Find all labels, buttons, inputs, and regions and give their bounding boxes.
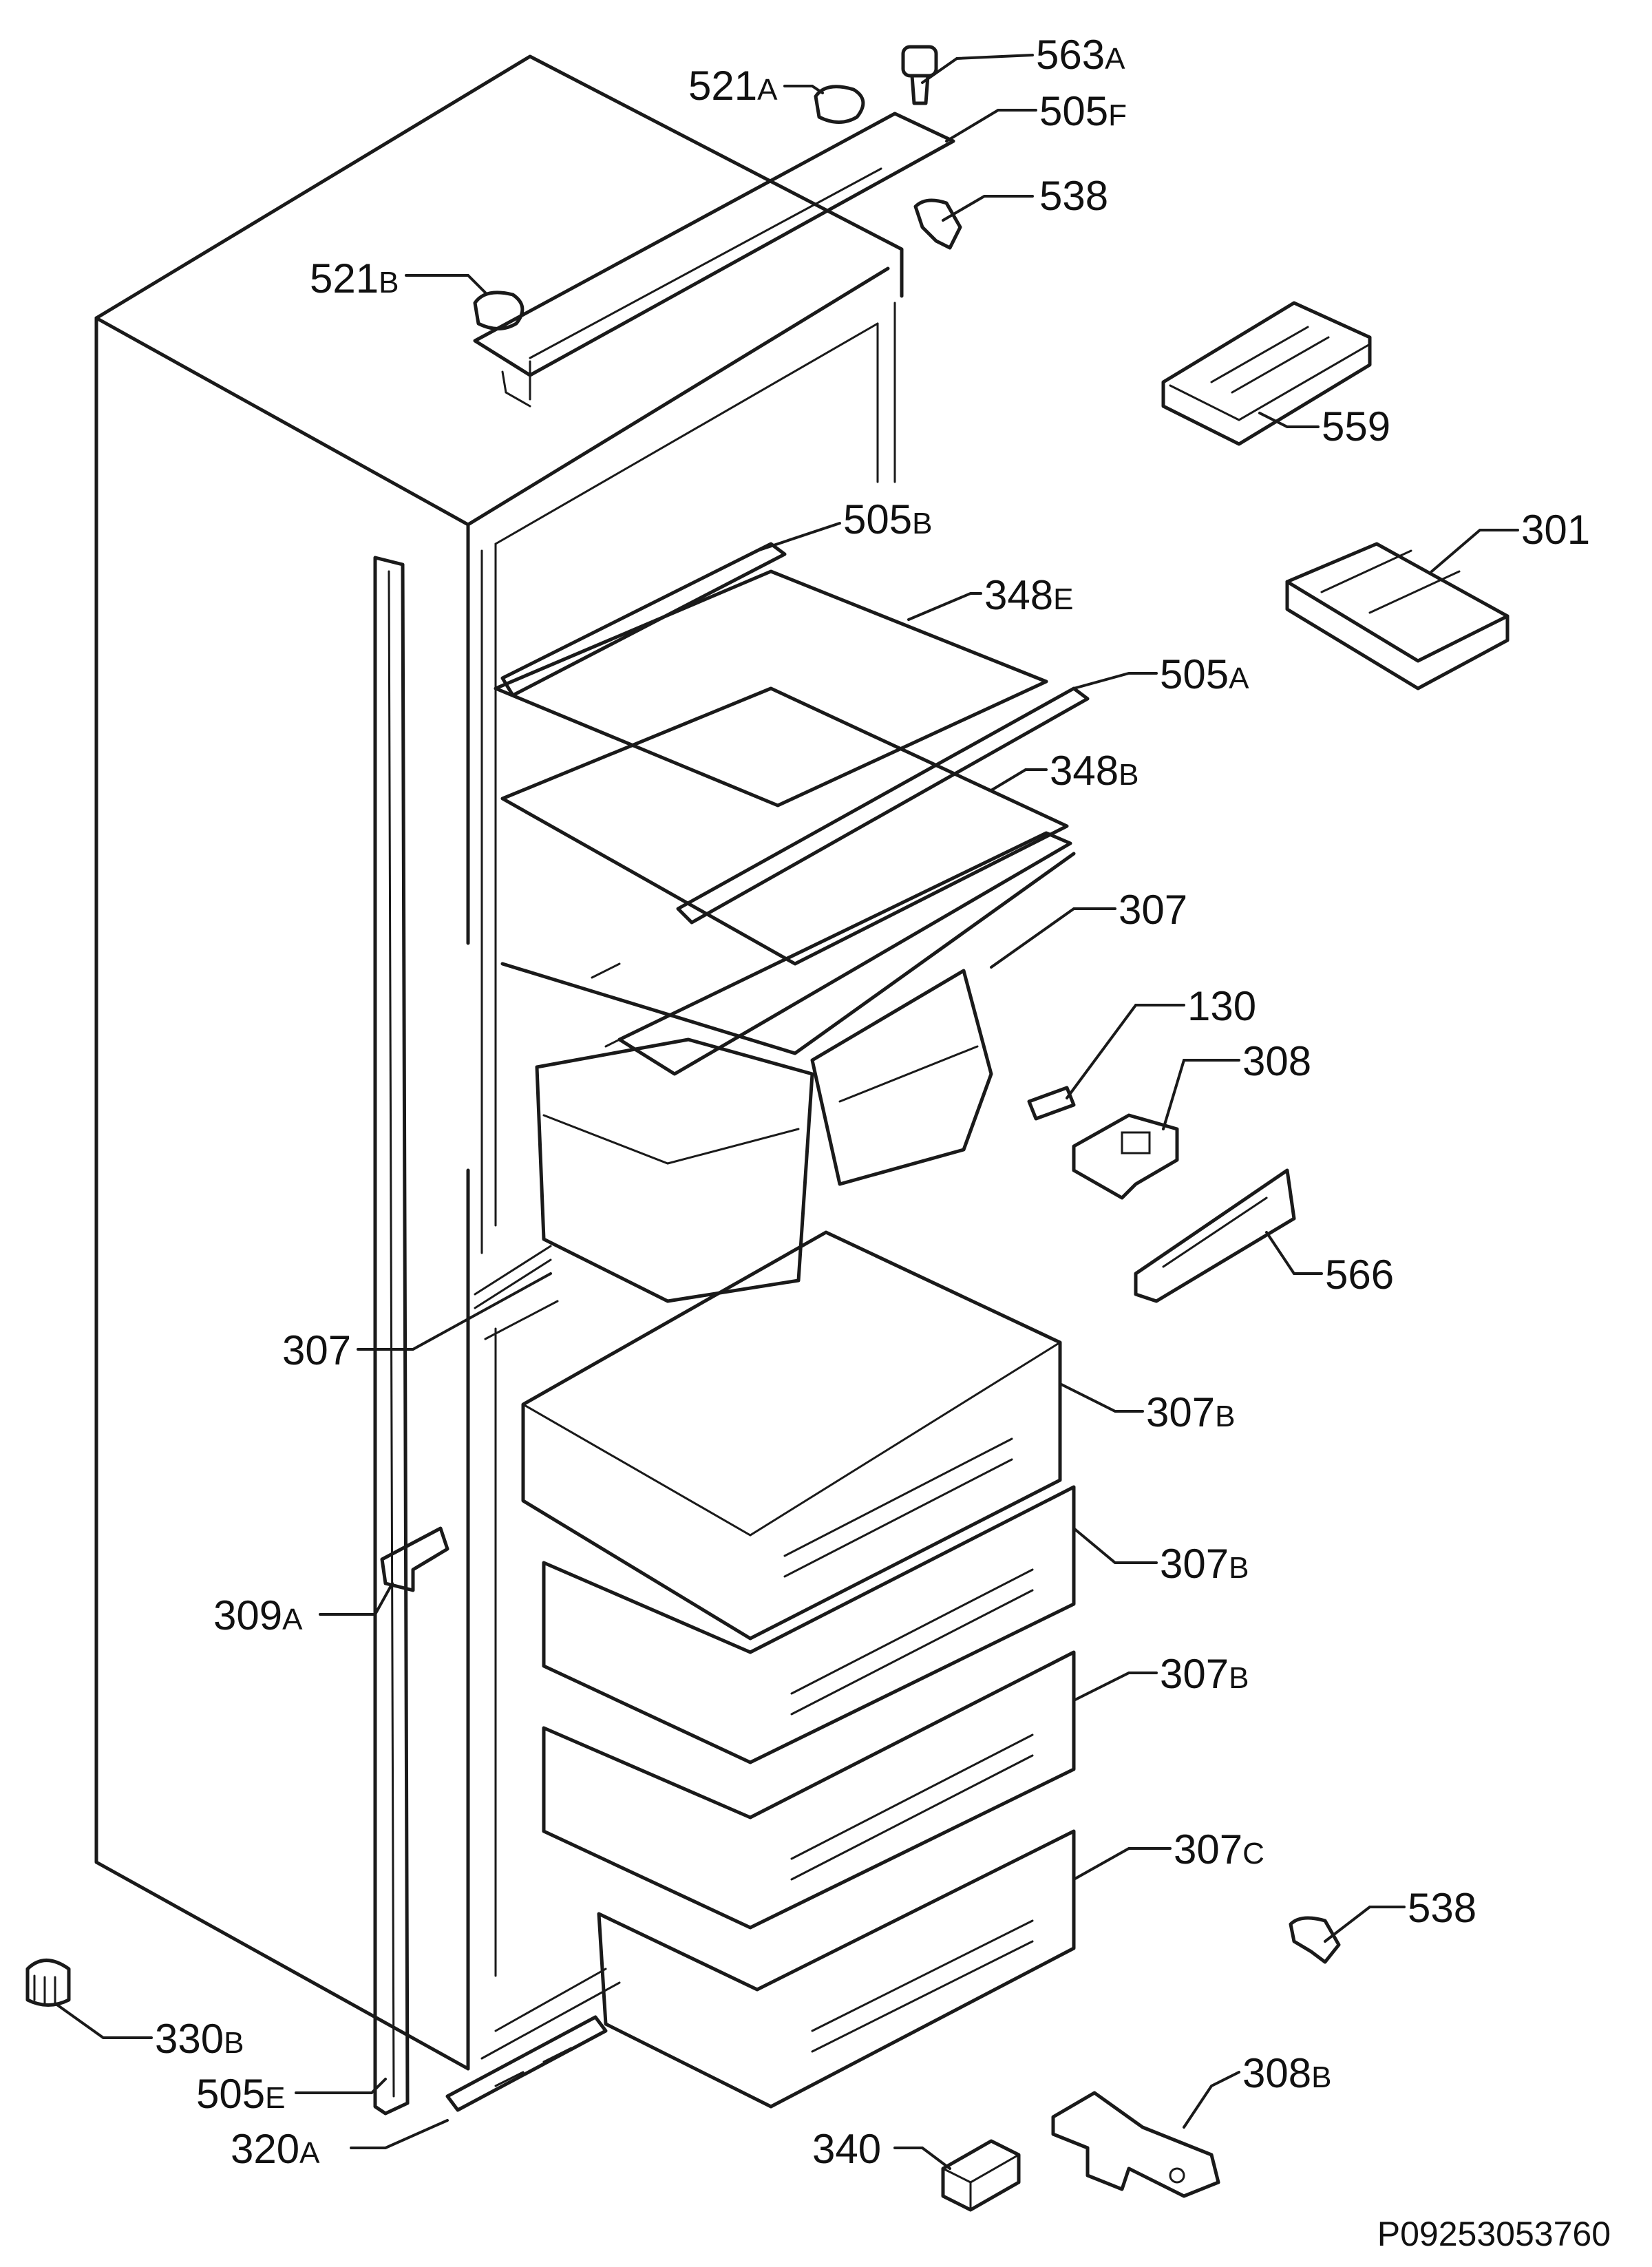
label-340: 340 bbox=[812, 2126, 881, 2172]
label-307B-2: 307B bbox=[1160, 1541, 1249, 1587]
label-521B: 521B bbox=[310, 255, 399, 302]
label-505F: 505F bbox=[1039, 88, 1127, 134]
shelf-rail-505A bbox=[676, 686, 1090, 925]
part-labels: 563A 521A 505F 538 521B 559 505B 301 348… bbox=[155, 32, 1590, 2172]
label-309A: 309A bbox=[213, 1592, 303, 1638]
bottom-hinge bbox=[1051, 2091, 1220, 2198]
adjustable-foot bbox=[25, 1959, 71, 2007]
shelf-rail-505B bbox=[500, 542, 787, 697]
drawer-3 bbox=[542, 1650, 1076, 1930]
label-307B-3: 307B bbox=[1160, 1651, 1249, 1697]
label-301: 301 bbox=[1521, 507, 1590, 553]
label-505B: 505B bbox=[843, 496, 932, 542]
label-320A: 320A bbox=[231, 2126, 320, 2172]
perforated-shelf bbox=[617, 831, 1072, 1076]
ice-tray-cover bbox=[1161, 301, 1372, 446]
drawing-code: P09253053760 bbox=[1377, 2215, 1611, 2253]
ice-cube-tray bbox=[1285, 542, 1510, 690]
bracket-566 bbox=[1134, 1168, 1296, 1303]
drawer-2 bbox=[542, 1485, 1076, 1764]
middle-hinge bbox=[1072, 1113, 1179, 1200]
drawer-4 bbox=[597, 1829, 1076, 2109]
label-130: 130 bbox=[1187, 983, 1256, 1029]
cabinet-body bbox=[94, 54, 904, 2071]
glass-shelf-lower bbox=[500, 686, 1076, 1055]
fixing-screw bbox=[901, 45, 938, 105]
label-521A: 521A bbox=[688, 63, 778, 109]
label-307-left: 307 bbox=[282, 1327, 351, 1373]
drawer-1 bbox=[521, 1230, 1062, 1641]
hinge-pin-bottom bbox=[1289, 1916, 1341, 1964]
top-hinge-bracket bbox=[473, 112, 955, 408]
label-307C: 307C bbox=[1174, 1826, 1264, 1873]
cover-cap-b bbox=[473, 291, 525, 330]
cover-cap-a bbox=[814, 85, 865, 124]
block-340 bbox=[941, 2139, 1021, 2212]
label-308: 308 bbox=[1242, 1038, 1311, 1084]
door-stop bbox=[380, 1526, 449, 1592]
label-566: 566 bbox=[1325, 1252, 1394, 1298]
label-505E: 505E bbox=[196, 2071, 285, 2117]
label-330B: 330B bbox=[155, 2016, 244, 2062]
hinge-pin-top bbox=[913, 198, 962, 250]
door-seal bbox=[373, 556, 410, 2116]
label-538-top: 538 bbox=[1039, 173, 1108, 219]
label-559: 559 bbox=[1322, 403, 1390, 450]
bottom-grille bbox=[445, 2015, 608, 2112]
small-pad bbox=[1027, 1086, 1076, 1121]
label-348E: 348E bbox=[984, 572, 1073, 618]
label-563A: 563A bbox=[1036, 32, 1125, 78]
freezer-basket-right bbox=[810, 969, 993, 1186]
label-348B: 348B bbox=[1050, 748, 1139, 794]
label-538-bottom: 538 bbox=[1408, 1885, 1476, 1931]
leader-lines bbox=[54, 54, 1519, 2170]
label-308B: 308B bbox=[1242, 2050, 1331, 2096]
label-307-right: 307 bbox=[1119, 887, 1187, 933]
label-307B-1: 307B bbox=[1146, 1389, 1235, 1435]
freezer-basket-left bbox=[535, 1037, 814, 1303]
label-505A: 505A bbox=[1160, 651, 1249, 697]
